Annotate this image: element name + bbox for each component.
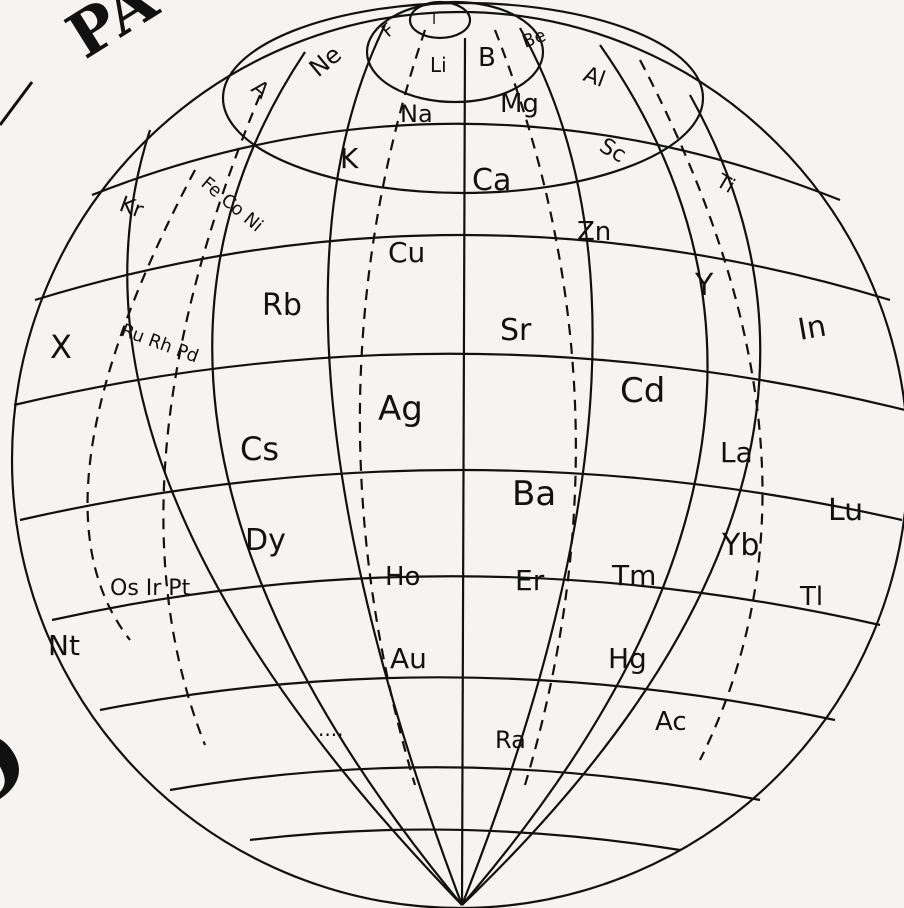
dashed-meridian-2: [493, 29, 577, 786]
element-symbol: Er: [515, 564, 545, 597]
element-symbol: Nt: [48, 629, 80, 662]
element-symbol: K: [340, 142, 359, 175]
element-symbol: In: [795, 309, 829, 348]
decorative-stroke: [0, 81, 34, 126]
element-symbol: Ru Rh Pd: [118, 320, 201, 367]
element-symbol: Tm: [611, 559, 656, 592]
side-fragment: D: [0, 706, 47, 838]
element-symbol: Al: [580, 62, 608, 93]
element-symbol: Ti: [712, 168, 740, 198]
element-symbol: Y: [694, 268, 714, 303]
element-symbol: F: [378, 19, 399, 42]
element-symbol: Tl: [799, 582, 823, 612]
globe-outline: [11, 11, 904, 908]
latitude-line-3: [13, 352, 904, 411]
element-symbol: La: [720, 436, 753, 469]
element-symbol: Na: [400, 100, 433, 128]
element-symbol: Sr: [500, 313, 532, 348]
latitude-line-1: [91, 122, 841, 202]
meridian-line-4: [211, 51, 463, 906]
globe-grid: [11, 0, 904, 908]
meridian-line-5: [461, 44, 709, 906]
element-symbol: Lu: [828, 493, 863, 528]
element-symbol: A: [246, 75, 274, 104]
element-symbol: Cs: [240, 430, 279, 468]
dashed-meridian-3: [162, 94, 262, 746]
latitude-line-2: [34, 233, 891, 302]
element-symbol: ....: [318, 717, 343, 741]
element-symbol: Ca: [472, 163, 511, 198]
element-symbol: Mg: [500, 89, 539, 119]
meridian-line-3: [460, 27, 594, 906]
element-symbol: Cd: [620, 371, 665, 411]
element-symbol: Fe Co Ni: [197, 173, 267, 237]
latitude-line-6: [99, 676, 836, 722]
element-symbol: Kr: [116, 192, 148, 224]
pole-ring-3: [221, 1, 705, 195]
element-symbol: Ho: [385, 562, 420, 592]
element-symbol: Cu: [388, 236, 425, 269]
element-symbol: Au: [390, 642, 427, 675]
element-symbol: Dy: [245, 523, 286, 558]
element-symbol: Ne: [304, 40, 347, 82]
element-symbol: Ba: [512, 474, 556, 514]
element-symbol: Hg: [608, 642, 647, 675]
meridian-line-2: [326, 24, 464, 906]
element-symbol: X: [50, 328, 72, 366]
element-symbol: Be: [520, 25, 549, 53]
latitude-line-8: [249, 828, 681, 852]
dashed-meridian-4: [639, 59, 764, 761]
latitude-line-7: [169, 766, 761, 802]
meridian-line-6: [126, 129, 463, 906]
meridian-line-7: [461, 94, 762, 906]
dashed-meridian-1: [358, 29, 427, 786]
element-symbol: Ac: [655, 707, 687, 737]
element-symbol: Os Ir Pt: [110, 576, 191, 601]
element-symbol: Yb: [721, 528, 759, 563]
element-symbol: Ra: [495, 726, 526, 754]
dashed-meridian-5: [86, 169, 196, 641]
meridian-line-1: [460, 37, 467, 906]
title-fragment: PA: [54, 0, 170, 73]
element-symbol: I: [432, 12, 436, 28]
element-symbol: Zn: [577, 217, 611, 247]
element-symbol: Ag: [378, 389, 423, 429]
element-symbol: Rb: [262, 288, 302, 323]
element-symbol: B: [478, 43, 496, 73]
pole-ring-1: [408, 0, 472, 40]
element-symbol: Li: [430, 53, 447, 77]
latitude-line-4: [19, 468, 903, 522]
